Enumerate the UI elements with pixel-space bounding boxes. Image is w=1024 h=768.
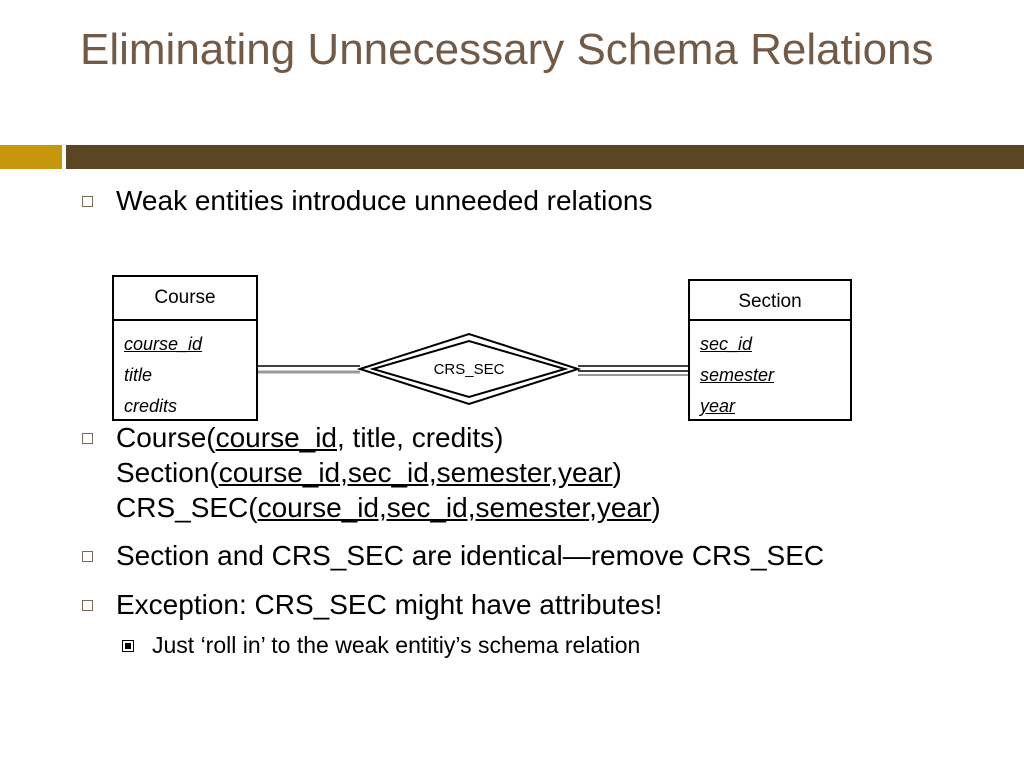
- schema-crs-sec: CRS_SEC(course_id,sec_id,semester,year): [116, 492, 661, 523]
- course-attr: credits: [124, 396, 178, 416]
- filled-square-bullet-icon: [122, 640, 134, 652]
- schema-lines: Course(course_id, title, credits) Sectio…: [116, 420, 661, 525]
- hollow-square-bullet-icon: [82, 196, 93, 207]
- section-attr-partial-key: sec_id: [700, 334, 753, 354]
- section-attr-partial-key: semester: [700, 365, 775, 385]
- section-entity: Section sec_id semester year: [688, 279, 852, 421]
- hollow-square-bullet-icon: [82, 433, 93, 444]
- hollow-square-bullet-icon: [82, 551, 93, 562]
- relationship-diamond-outer: [356, 332, 582, 406]
- schema-course: Course(course_id, title, credits): [116, 422, 504, 453]
- course-attr-key: course_id: [124, 334, 203, 354]
- course-entity-name: Course: [114, 277, 256, 321]
- schema-section: Section(course_id,sec_id,semester,year): [116, 457, 622, 488]
- title-band: [66, 145, 1024, 169]
- slide-title: Eliminating Unnecessary Schema Relations: [80, 25, 934, 74]
- course-attributes: course_id title credits: [114, 321, 256, 422]
- bullet-text: Exception: CRS_SEC might have attributes…: [116, 589, 663, 620]
- course-attr: title: [124, 365, 153, 385]
- hollow-square-bullet-icon: [82, 600, 93, 611]
- relationship-label: CRS_SEC: [434, 361, 505, 378]
- section-attr-partial-key: year: [700, 396, 736, 416]
- relationship-diamond-inner: [369, 339, 569, 399]
- course-entity: Course course_id title credits: [112, 275, 258, 421]
- sub-bullet-text: Just ‘roll in’ to the weak entitiy’s sch…: [152, 632, 641, 658]
- bullet-text: Section and CRS_SEC are identical—remove…: [116, 540, 825, 571]
- title-band-accent: [0, 145, 62, 169]
- bullet-text: Weak entities introduce unneeded relatio…: [116, 185, 653, 216]
- section-attributes: sec_id semester year: [690, 321, 850, 422]
- section-entity-name: Section: [690, 281, 850, 321]
